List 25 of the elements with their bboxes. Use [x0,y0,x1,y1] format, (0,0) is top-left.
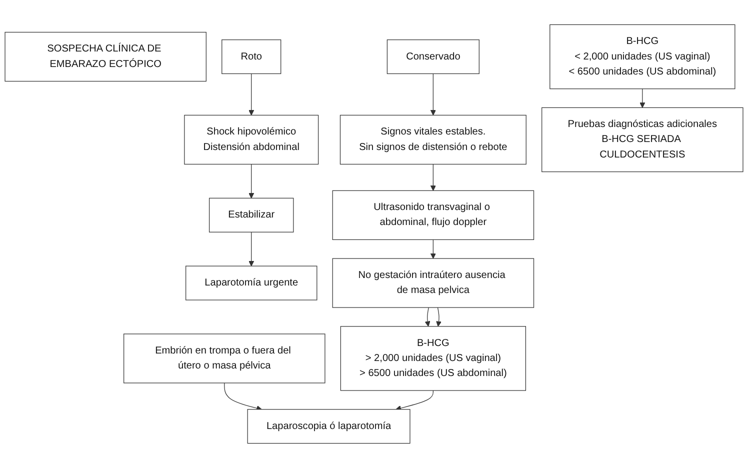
arrow [396,390,434,411]
arrow [248,164,254,198]
node-box: Shock hipovolémico Distensión abdominal [184,114,319,165]
node-box: Embrión en trompa o fuera del útero o masa pélvica [124,334,326,384]
node-box: B-HCG < 2,000 unidades (US vaginal) < 6500 unidades (US abdominal) [550,24,736,90]
node-box: SOSPECHA CLÍNICA DE EMBARAZO ECTÓPICO [4,32,206,82]
arrow [436,307,442,327]
node-box: Roto [222,39,282,74]
node-box: B-HCG > 2,000 unidades (US vaginal) > 6500 unidades (US abdominal) [340,326,526,391]
node-box: Signos vitales estables. Sin signos de distensión o rebote [340,114,526,165]
arrow [224,382,262,411]
arrow [248,73,254,116]
arrow [640,88,646,108]
node-box: Laparotomía urgente [186,266,318,300]
arrow [430,239,436,259]
arrow [430,164,436,191]
node-box: No gestación intraútero ausencia de masa pelvica [332,258,534,308]
node-box: Conservado [386,39,480,74]
node-box: Pruebas diagnósticas adicionales B-HCG SERIADA CULDOCENTESIS [542,107,744,172]
arrow [430,73,436,116]
node-box: Ultrasonido transvaginal o abdominal, flujo doppler [332,190,534,240]
arrow [248,232,254,266]
node-box: Estabilizar [209,198,294,232]
arrow [424,307,430,327]
node-box: Laparoscopia ó laparotomía [247,409,410,444]
